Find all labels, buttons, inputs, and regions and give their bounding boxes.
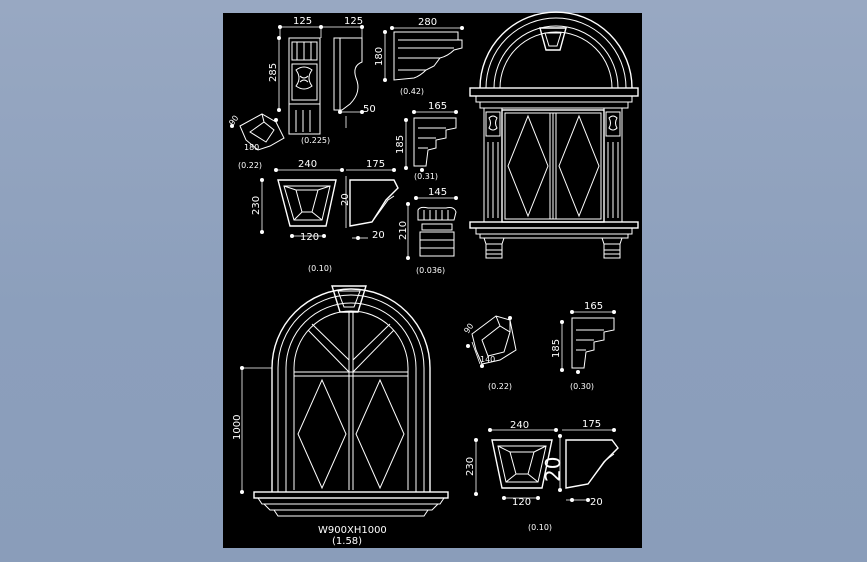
dim-90-a: 90 xyxy=(227,114,240,128)
keystone-detail-bottom: 240 175 230 120 20 20 (0.10) xyxy=(465,419,619,532)
dim-280: 280 xyxy=(418,17,437,28)
dim-210: 210 xyxy=(398,221,409,240)
window-name: W900XH1000 xyxy=(318,525,387,536)
arched-window-elevation: 1000 W900XH1000 (1.58) xyxy=(232,285,449,547)
scale-010-a: (0.10) xyxy=(308,264,332,273)
scale-022-a: (0.22) xyxy=(238,161,262,170)
scale-022-b: (0.22) xyxy=(488,382,512,391)
dim-125-a: 125 xyxy=(293,16,312,27)
dim-20-c: 20 xyxy=(541,457,565,482)
scale-030: (0.30) xyxy=(570,382,594,391)
dim-240-a: 240 xyxy=(298,159,317,170)
dim-20-a: 20 xyxy=(340,193,351,206)
cornice-corner-mid: 90 140 (0.22) xyxy=(462,315,517,391)
keystone-detail-top: 240 175 230 120 20 20 (0.10) xyxy=(251,159,399,273)
dim-185-b: 185 xyxy=(551,339,562,358)
scale-031: (0.31) xyxy=(414,172,438,181)
scale-0225: (0.225) xyxy=(301,136,330,145)
dim-1000: 1000 xyxy=(232,415,243,440)
dim-165-a: 165 xyxy=(428,101,447,112)
scale-010-b: (0.10) xyxy=(528,523,552,532)
sill-profile-top: 165 185 (0.31) xyxy=(395,101,458,181)
dim-120-a: 120 xyxy=(300,232,319,243)
scale-042: (0.42) xyxy=(400,87,424,96)
dim-140: 140 xyxy=(480,355,495,364)
dim-230-b: 230 xyxy=(465,457,476,476)
dim-185-a: 185 xyxy=(395,135,406,154)
sill-profile-mid: 165 185 (0.30) xyxy=(551,301,616,391)
dim-145: 145 xyxy=(428,187,447,198)
dim-175-b: 175 xyxy=(582,419,601,430)
dim-120-b: 120 xyxy=(512,497,531,508)
scale-0036: (0.036) xyxy=(416,266,445,275)
dim-175-a: 175 xyxy=(366,159,385,170)
capital-detail: 145 210 (0.036) xyxy=(398,187,458,275)
dim-125-b: 125 xyxy=(344,16,363,27)
cornice-profile: 280 180 (0.42) xyxy=(374,17,464,96)
dim-230-a: 230 xyxy=(251,196,262,215)
window-elevation-top xyxy=(469,11,639,259)
dim-285: 285 xyxy=(268,63,279,82)
dim-50: 50 xyxy=(363,104,376,115)
dim-165-b: 165 xyxy=(584,301,603,312)
cornice-corner-small: 90 180 (0.22) xyxy=(227,113,285,170)
dim-180-b: 180 xyxy=(244,143,259,152)
dim-20-d: 20 xyxy=(590,497,603,508)
dim-20-b: 20 xyxy=(372,230,385,241)
dim-180: 180 xyxy=(374,47,385,66)
dim-240-b: 240 xyxy=(510,420,529,431)
bracket-detail: 125 125 285 50 (0.225) xyxy=(268,16,376,145)
window-scale: (1.58) xyxy=(332,536,362,547)
